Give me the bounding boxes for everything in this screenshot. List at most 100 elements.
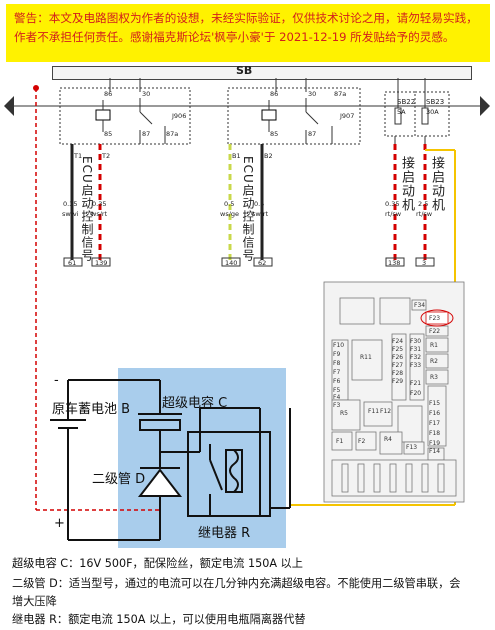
j906-name: J906: [172, 112, 187, 120]
fuse-f28: F28: [392, 370, 404, 377]
fuse-f12: F12: [380, 408, 392, 415]
j906-pin-87a: 87a: [166, 130, 179, 138]
wire-5-term: 138: [388, 259, 401, 267]
fuse-f33: F33: [410, 362, 422, 369]
fuse-f20: F20: [410, 390, 422, 397]
fuse-f22: F22: [429, 328, 441, 335]
note-diode: 二级管 D：适当型号，通过的电流可以在几分钟内充满超级电容。不能使用二级管串联，…: [12, 577, 461, 590]
note-capacitor: 超级电容 C：16V 500F，配保险丝，额定电流 150A 以上: [12, 557, 303, 570]
note-relay: 继电器 R：额定电流 150A 以上，可以使用电瓶隔离器代替: [12, 613, 306, 626]
relay-r1: R1: [430, 342, 438, 349]
warning-line-1: 警告：本文及电路图权为作者的设想，未经实际验证，仅供技术讨论之用，请勿轻易实践，: [14, 11, 478, 25]
ecu-label-1: ECU启动控制信号: [80, 156, 94, 262]
warning-line-2: 作者不承担任何责任。感谢福克斯论坛'枫亭小豪'于 2021-12-19 所发贴给…: [14, 30, 455, 44]
j907-pin-86: 86: [270, 90, 279, 98]
relay-r5: R5: [340, 410, 348, 417]
circuit-highlight: [118, 368, 286, 548]
fuse-f17: F17: [429, 420, 441, 427]
fuse-f5: F5: [333, 387, 341, 394]
j906-pin-87: 87: [142, 130, 151, 138]
relay-r4: R4: [384, 436, 392, 443]
ecu-label-2: ECU启动控制信号: [241, 156, 255, 262]
wire-2-color: ws/rt: [91, 210, 108, 218]
fuse-f23: F23: [429, 315, 441, 322]
wire-3-color: ws/ge: [220, 210, 240, 218]
wire-1-color: sw/vi: [62, 210, 79, 218]
wire-4-pin: B2: [264, 152, 273, 160]
fuse-f8: F8: [333, 360, 341, 367]
fuse-f30: F30: [410, 338, 422, 345]
right-arrow-icon: [480, 96, 490, 116]
capacitor-label: 超级电容 C: [162, 396, 228, 411]
j907-name: J907: [340, 112, 355, 120]
j906-pin-30: 30: [142, 90, 151, 98]
wire-1-pin: T1: [74, 152, 83, 160]
fuse-f14: F14: [429, 448, 441, 455]
fuse-f19: F19: [429, 440, 441, 447]
capacitor-symbol: [138, 380, 261, 453]
relay-r2: R2: [430, 358, 438, 365]
fuse-f26: F26: [392, 354, 404, 361]
fuse-sb22-name: SB22: [397, 98, 416, 106]
start-label-2: 接启动机: [429, 156, 444, 212]
wire-6-color: rt/sw: [416, 210, 433, 218]
fuse-f3: F3: [333, 402, 341, 409]
battery-symbol: [50, 379, 160, 541]
j907-pin-87a: 87a: [334, 90, 347, 98]
fuse-f10: F10: [333, 342, 345, 349]
wire-4-size: 0.5: [254, 200, 265, 208]
fuses: [384, 78, 450, 137]
j907-pin-87: 87: [308, 130, 317, 138]
j907-pin-30: 30: [308, 90, 317, 98]
warning-banner: 警告：本文及电路图权为作者的设想，未经实际验证，仅供技术讨论之用，请勿轻易实践，…: [6, 4, 490, 62]
fuse-f31: F31: [410, 346, 422, 353]
relay-j906: [59, 78, 191, 145]
sb-label: SB: [236, 64, 253, 77]
fuse-f16: F16: [429, 410, 441, 417]
fuse-f21: F21: [410, 380, 422, 387]
fuse-f32: F32: [410, 354, 422, 361]
wire-3-pin: B1: [232, 152, 241, 160]
relay-j907: [227, 78, 361, 145]
wire-2-term: 139: [95, 259, 108, 267]
wire-2-pin: T2: [102, 152, 111, 160]
fuse-f4: F4: [333, 394, 341, 401]
fuse-f25: F25: [392, 346, 404, 353]
fuse-f6: F6: [333, 378, 341, 385]
fuse-f2: F2: [358, 438, 366, 445]
fuse-f13: F13: [406, 444, 418, 451]
note-diode-cont: 增大压降: [12, 595, 57, 608]
diode-symbol: [137, 452, 183, 540]
left-arrow-icon: [4, 96, 14, 116]
fuse-f34: F34: [414, 302, 426, 309]
relay-label: 继电器 R: [198, 526, 251, 541]
fuse-f18: F18: [429, 430, 441, 437]
wire-4-color: sw/rt: [252, 210, 269, 218]
relay-r3: R3: [430, 374, 438, 381]
wire-6-term: 3: [422, 259, 427, 267]
fuse-f9: F9: [333, 351, 341, 358]
fuse-f7: F7: [333, 369, 341, 376]
wire-6-size: 2.5: [418, 200, 429, 208]
minus-label: -: [54, 373, 59, 388]
wire-4-term: 62: [258, 259, 267, 267]
wire-1-size: 0.35: [63, 200, 78, 208]
j906-pin-85: 85: [104, 130, 113, 138]
fuse-f11: F11: [368, 408, 380, 415]
fuse-f1: F1: [336, 438, 344, 445]
fuse-f15: F15: [429, 400, 441, 407]
j907-pin-85: 85: [270, 130, 279, 138]
wire-1-term: 61: [68, 259, 77, 267]
wire-5-size: 0.35: [385, 200, 400, 208]
relay-symbol: [187, 408, 291, 517]
fuse-f24: F24: [392, 338, 404, 345]
start-label-1: 接启动机: [399, 156, 414, 212]
fuse-sb22-rating: 5A: [397, 108, 406, 116]
wire-3-term: 140: [225, 259, 238, 267]
fuse-f29: F29: [392, 378, 404, 385]
relay-r11: R11: [360, 354, 372, 361]
plus-label: +: [54, 516, 65, 531]
wire-5-color: rt/sw: [385, 210, 402, 218]
